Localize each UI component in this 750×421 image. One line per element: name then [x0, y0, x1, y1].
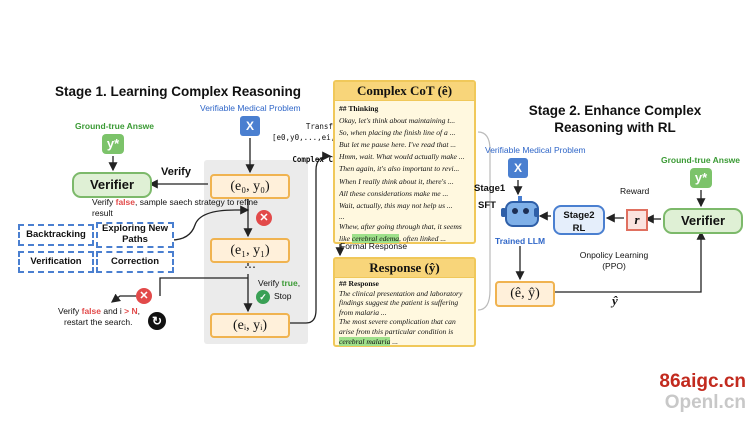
response-line: The most severe complication that can — [339, 317, 456, 327]
strategy-correction: Correction — [96, 251, 174, 273]
y-hat-label: ŷ — [612, 293, 618, 308]
stage2-ground-truth-y-icon: y* — [690, 168, 712, 188]
cot-whew-line2: like cerebral edema, often linked ... — [339, 233, 470, 245]
cot-lines: ## Thinking Okay, let's think about main… — [335, 101, 474, 247]
stage1-sft-line2: SFT — [478, 200, 496, 211]
watermark-line2: Openl.cn — [664, 392, 746, 413]
cot-line: But let me pause here. I've read that ..… — [339, 140, 457, 150]
stage1-title: Stage 1. Learning Complex Reasoning — [55, 84, 302, 99]
error-icon-2: ✕ — [136, 288, 152, 304]
verify-label: Verify — [161, 166, 191, 178]
verify-false-word: false — [115, 197, 135, 207]
robot-icon — [501, 196, 539, 228]
restart-note: Verify false and i > N, restart the sear… — [58, 306, 158, 328]
onpolicy-line2: (PPO) — [602, 261, 626, 271]
stage2-title-line2: Reasoning with RL — [554, 120, 676, 135]
strategy-verification: Verification — [18, 251, 94, 273]
restart-line2: restart the search. — [64, 317, 133, 327]
verify-true-suffix: , — [297, 278, 301, 288]
verify-false-prefix: Verify — [92, 197, 116, 207]
ellipsis-vertical: ⋯ — [244, 260, 256, 274]
stage1-problem-x-icon: X — [240, 116, 260, 136]
stage2-title-line1: Stage 2. Enhance Complex — [528, 103, 702, 118]
strategy-exploring-new-paths: Exploring New Paths — [96, 222, 174, 248]
cot-line: Wait, actually, this may not help us ... — [339, 200, 453, 210]
cot-line: Then again, it's also important to revi.… — [339, 164, 460, 174]
reward-label: Reward — [620, 186, 650, 196]
stage2-verifier: Verifier — [663, 208, 743, 234]
transfer-line1: Transfer — [305, 122, 342, 131]
cot-line: ... — [339, 211, 345, 221]
state-e0-y0: (e₀, y₀) — [210, 174, 290, 199]
response-line: findings suggest the patient is sufferin… — [339, 298, 459, 308]
stage1-sft-line1: Stage1 — [474, 183, 506, 194]
trained-llm-label: Trained LLM — [495, 236, 546, 246]
strategy-backtracking: Backtracking — [18, 224, 94, 246]
stage2-rl-line2: RL — [572, 223, 586, 234]
restart-mid: and i — [101, 306, 125, 316]
restart-arrow-arrow — [110, 293, 136, 303]
response-highlight: cerebral malaria — [339, 336, 391, 346]
cot-line: Hmm, wait. What would actually make ... — [339, 152, 465, 162]
output-pair-box: (ê, ŷ) — [495, 281, 555, 307]
restart-gt: > N — [124, 306, 138, 316]
cot-whew-prefix: like — [339, 233, 352, 243]
transfer-note: Transfer [e0,y0,...,ei,yi] to Complex Co… — [272, 121, 349, 165]
verify-true-prefix: Verify — [258, 278, 282, 288]
stage1-verifier: Verifier — [72, 172, 152, 198]
cot-line: When I really think about it, there's ..… — [339, 176, 454, 186]
onpolicy-label: Onpolicy Learning (PPO) — [574, 250, 654, 272]
cot-line: So, when placing the finish line of a ..… — [339, 128, 456, 138]
restart-line1: Verify false and i > N, — [58, 306, 158, 317]
response-lines: ## Response The clinical presentation an… — [335, 278, 474, 347]
check-icon: ✓ — [256, 290, 270, 304]
stage2-problem-x-icon: X — [508, 158, 528, 178]
stage1-verifiable-problem-label: Verifiable Medical Problem — [200, 103, 301, 113]
stop-label: Stop — [274, 291, 292, 301]
verify-false-suffix: , sample saech strategy to refine result — [92, 197, 258, 218]
response-header: ## Response — [339, 279, 379, 288]
response-highlight-line: cerebral malaria ... — [339, 336, 470, 347]
formal-response-label: Formal Response — [340, 241, 408, 251]
complex-cot-panel: Complex CoT (ê) ## Thinking Okay, let's … — [333, 80, 476, 244]
stage2-rl-line1: Stage2 — [563, 210, 595, 221]
stage2-ground-truth-label: Ground-true Answe — [661, 155, 741, 165]
stage1-ground-truth-label: Ground-true Answe — [75, 121, 155, 131]
restart-suffix: , — [137, 306, 140, 316]
error-icon-1: ✕ — [256, 210, 272, 226]
verify-false-note: Verify false, sample saech strategy to r… — [92, 197, 272, 219]
restart-false-word: false — [81, 306, 101, 316]
stage2-verifiable-problem-label: Verifiable Medical Problem — [485, 145, 586, 155]
onpolicy-line1: Onpolicy Learning — [579, 250, 649, 260]
transfer-line3: Complex CoT — [292, 155, 342, 164]
complex-cot-title: Complex CoT (ê) — [335, 82, 474, 101]
state-e1-y1: (e₁, y₁) — [210, 238, 290, 263]
response-title: Response (ŷ) — [335, 259, 474, 278]
state-ei-yi: (eᵢ, yᵢ) — [210, 313, 290, 338]
response-line: The clinical presentation and laboratory — [339, 288, 463, 298]
cot-highlight: cerebral edema — [351, 233, 400, 243]
cot-whew-suffix: , often linked ... — [399, 233, 447, 243]
stage2-title: Stage 2. Enhance Complex Reasoning with … — [510, 102, 720, 136]
response-line: from malaria ... — [339, 307, 387, 317]
watermark: 86aigc.cn Openl.cn — [606, 372, 746, 414]
transfer-line2: [e0,y0,...,ei,yi] to — [272, 133, 349, 153]
response-highlight-suffix: ... — [390, 336, 398, 346]
verify-true-note: Verify true, — [258, 278, 300, 288]
response-line: arise from this particular condition is — [339, 326, 454, 336]
cot-line: All these considerations make me ... — [339, 188, 449, 198]
stage1-sft-label: Stage1 SFT — [474, 180, 505, 214]
restart-icon: ↻ — [148, 312, 166, 330]
response-panel: Response (ŷ) ## Response The clinical pr… — [333, 257, 476, 347]
watermark-line1: 86aigc.cn — [659, 371, 746, 392]
stage2-rl-box: Stage2 RL — [553, 205, 605, 235]
stage2-bracket — [477, 131, 491, 311]
reward-r-box: r — [626, 209, 648, 231]
cot-line: Okay, let's think about maintaining t... — [339, 116, 456, 126]
restart-prefix: Verify — [58, 306, 82, 316]
cot-header: ## Thinking — [339, 104, 379, 113]
verify-true-word: true — [281, 278, 298, 288]
cot-whew-line1: Whew, after going through that, it seems — [339, 221, 462, 231]
stage1-ground-truth-y-icon: y* — [102, 134, 124, 154]
